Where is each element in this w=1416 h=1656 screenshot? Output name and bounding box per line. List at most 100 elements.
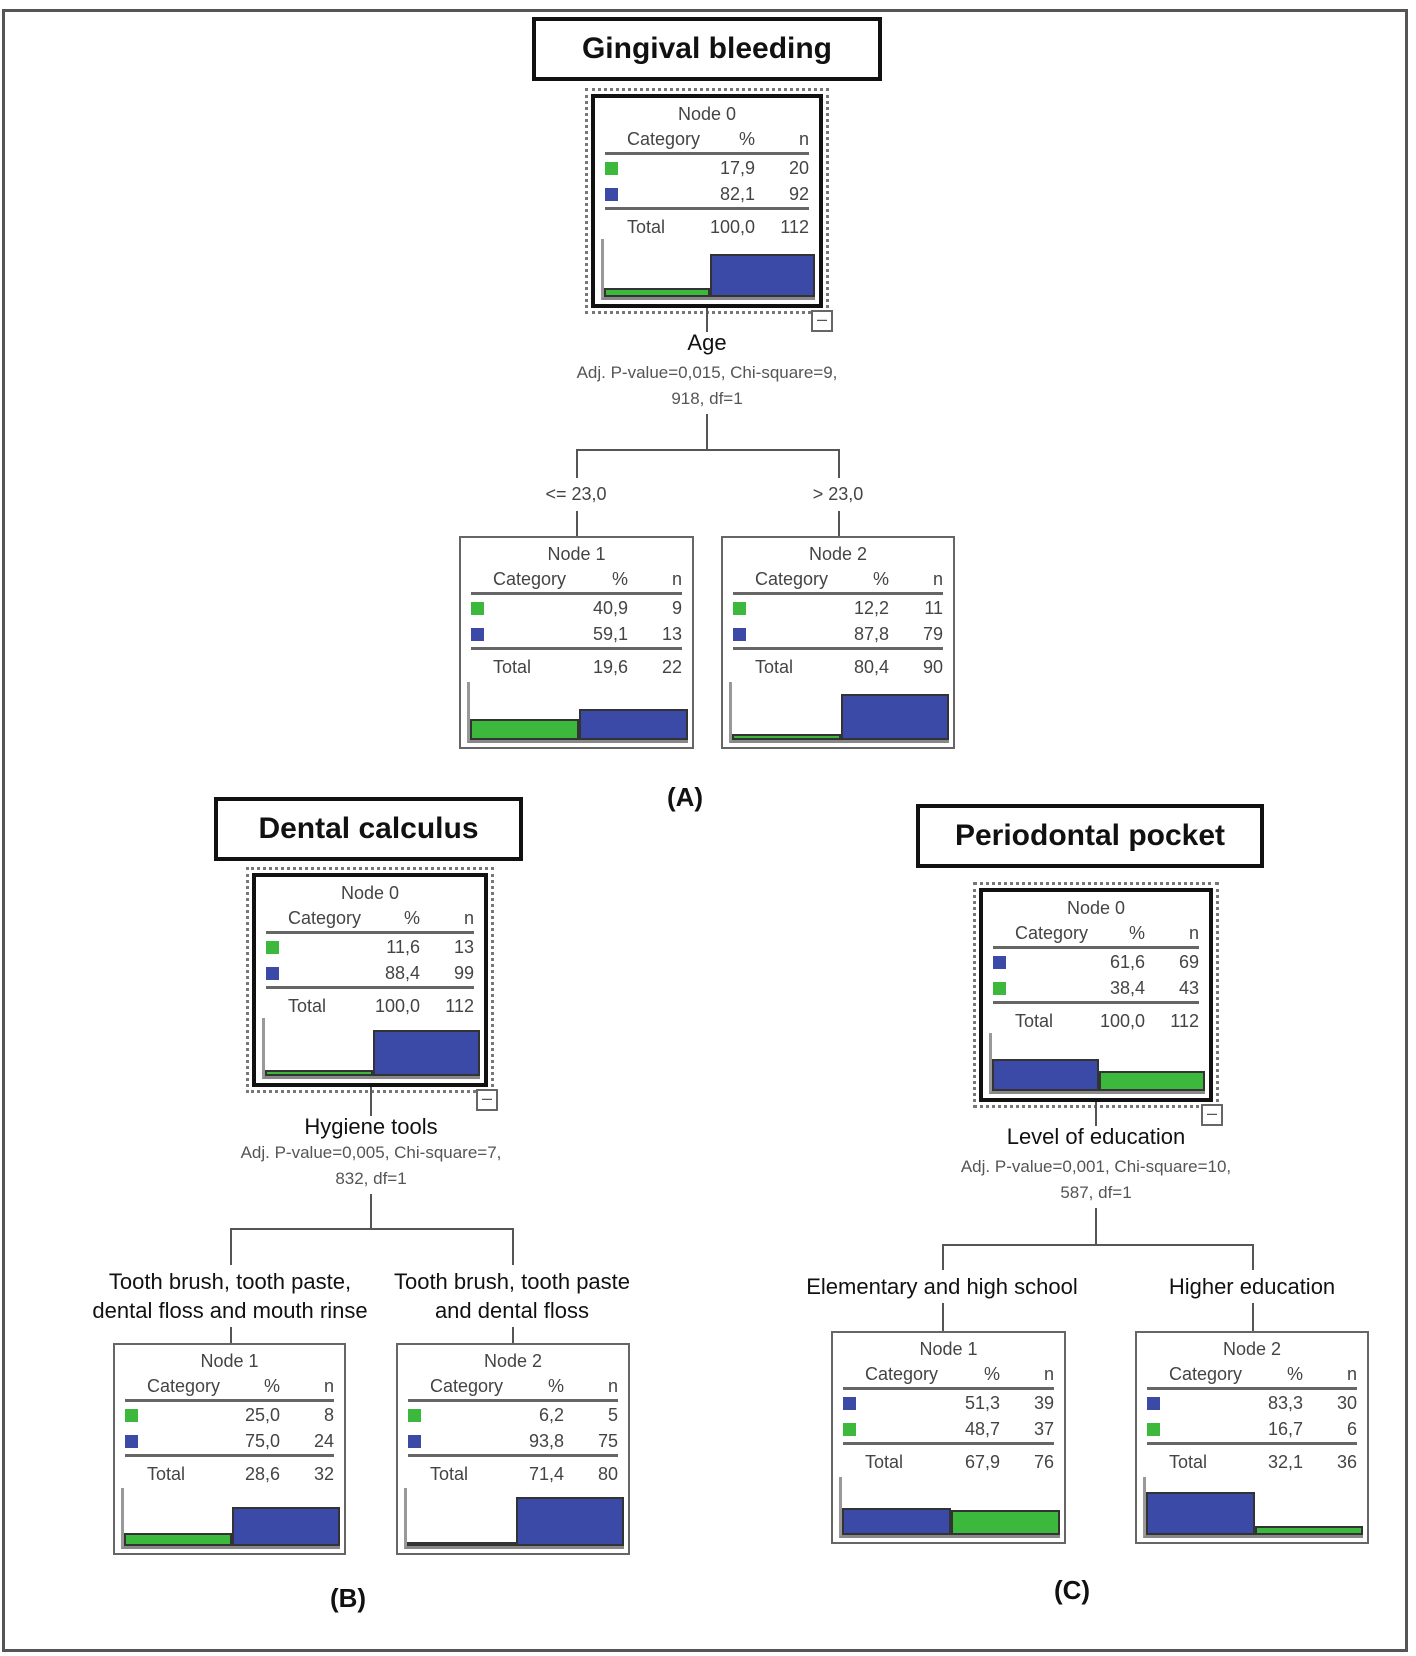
- split-stat-line: 918, df=1: [671, 389, 743, 408]
- category-percent: 16,7: [1267, 1419, 1303, 1439]
- connector-line: [942, 1244, 944, 1270]
- category-count: 9: [671, 598, 682, 618]
- node-title: Node 2: [1222, 1339, 1282, 1359]
- panel-caption: (A): [666, 782, 704, 812]
- connector-line: [230, 1228, 232, 1265]
- category-swatch-green: [993, 982, 1006, 995]
- branch-label-line: dental floss and mouth rinse: [92, 1298, 368, 1323]
- category-percent: 93,8: [528, 1431, 564, 1451]
- node-bar-chart: [989, 1033, 1205, 1094]
- header-cell: n: [607, 1376, 618, 1396]
- bar-green: [470, 718, 579, 740]
- branch-label-line: Tooth brush, tooth paste: [393, 1269, 631, 1294]
- total-percent: 100,0: [1099, 1011, 1145, 1031]
- header-cell: Category: [493, 569, 567, 589]
- node-title: Node 1: [200, 1351, 259, 1371]
- total-count: 112: [780, 217, 809, 237]
- total-label: Total: [1015, 1011, 1054, 1031]
- header-cell: n: [671, 569, 682, 589]
- category-count: 11: [924, 598, 943, 618]
- category-percent: 25,0: [244, 1405, 280, 1425]
- category-swatch-blue: [993, 956, 1006, 969]
- connector-line: [1252, 1303, 1254, 1331]
- collapse-node-button[interactable]: –: [476, 1089, 498, 1111]
- branch-label-line: Elementary and high school: [806, 1274, 1078, 1299]
- connector-line: [370, 1194, 372, 1228]
- node-table-header: Category%n: [125, 1373, 334, 1402]
- split-variable: Age: [687, 330, 727, 355]
- split-variable: Level of education: [1006, 1124, 1186, 1149]
- header-cell: %: [611, 569, 628, 589]
- bar-blue: [1146, 1491, 1255, 1535]
- header-cell: n: [1043, 1364, 1054, 1384]
- total-label: Total: [147, 1464, 186, 1484]
- panel-title: Periodontal pocket: [916, 804, 1264, 868]
- node-table-header: Category%n: [605, 126, 809, 155]
- bar-blue: [840, 694, 949, 740]
- category-percent: 48,7: [964, 1419, 1000, 1439]
- total-percent: 67,9: [964, 1452, 1000, 1472]
- node-bar-chart: [839, 1477, 1060, 1538]
- total-row: Total 100,0 112: [993, 1008, 1199, 1034]
- category-swatch-green: [125, 1409, 138, 1422]
- header-cell: n: [932, 569, 943, 589]
- category-count: 5: [607, 1405, 618, 1425]
- header-cell: %: [872, 569, 889, 589]
- category-count: 24: [313, 1431, 334, 1451]
- total-count: 112: [1170, 1011, 1199, 1031]
- node-title: Node 2: [483, 1351, 543, 1371]
- bar-blue: [842, 1508, 951, 1535]
- category-swatch-blue: [408, 1435, 421, 1448]
- bar-green: [265, 1069, 373, 1076]
- connector-line: [576, 449, 840, 451]
- category-count: 6: [1346, 1419, 1357, 1439]
- node-table-header: Category%n: [843, 1361, 1054, 1390]
- header-cell: %: [547, 1376, 564, 1396]
- connector-line: [230, 1327, 232, 1343]
- category-percent: 12,2: [853, 598, 889, 618]
- bar-blue: [992, 1058, 1099, 1091]
- category-count: 92: [788, 184, 809, 204]
- branch-label: Tooth brush, tooth paste,dental floss an…: [70, 1267, 390, 1325]
- branch-label: <= 23,0: [416, 480, 736, 509]
- header-cell: Category: [865, 1364, 939, 1384]
- total-label: Total: [755, 657, 794, 677]
- category-percent: 82,1: [719, 184, 755, 204]
- category-swatch-blue: [1147, 1397, 1160, 1410]
- connector-line: [1252, 1244, 1254, 1270]
- bar-green: [407, 1542, 516, 1546]
- bar-blue: [515, 1497, 624, 1546]
- connector-line: [838, 449, 840, 478]
- collapse-node-button[interactable]: –: [811, 310, 833, 332]
- connector-line: [706, 308, 708, 332]
- connector-line: [942, 1303, 944, 1331]
- connector-line: [576, 511, 578, 536]
- node-bar-chart: [729, 682, 949, 743]
- node-table-header: Category%n: [408, 1373, 618, 1402]
- collapse-node-button[interactable]: –: [1201, 1104, 1223, 1126]
- figure-frame: [2, 9, 1408, 1652]
- node-table-header: Category%n: [733, 566, 943, 595]
